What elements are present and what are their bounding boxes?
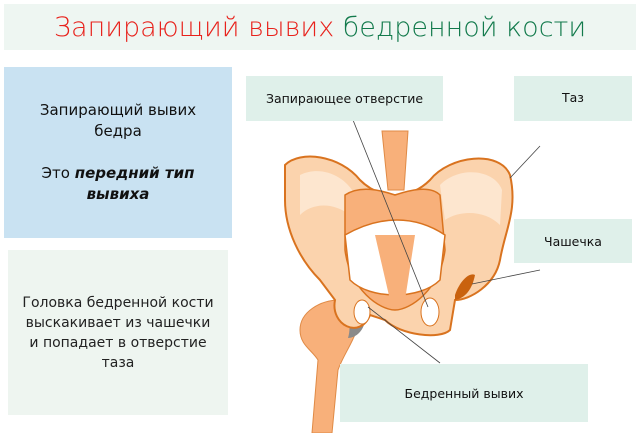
femur xyxy=(299,299,359,433)
spine xyxy=(381,130,409,191)
title-green-part: бедренной кости xyxy=(342,11,587,43)
label-hip-dislocation: Бедренный вывих xyxy=(340,364,588,422)
page-title: Запирающий вывих бедренной кости xyxy=(4,4,636,50)
description-box: Головка бедренной кости выскакивает из ч… xyxy=(8,250,228,415)
info-prefix: Это xyxy=(41,164,75,182)
info-emphasis: передний тип xyxy=(74,164,195,182)
acetabulum xyxy=(455,274,475,300)
info-line-1: Запирающий вывих xyxy=(39,101,197,119)
label-acetabulum: Чашечка xyxy=(514,219,632,263)
obturator-foramen xyxy=(420,297,440,327)
title-red-part: Запирающий вывих xyxy=(53,11,335,43)
info-line-3: Это передний тип xyxy=(42,163,195,184)
label-obturator-foramen: Запирающее отверстие xyxy=(246,76,443,121)
info-box: Запирающий вывих бедра Это передний тип … xyxy=(4,67,232,238)
label-pelvis: Таз xyxy=(514,76,632,121)
info-line-2: бедра xyxy=(94,122,142,140)
info-line-4: вывиха xyxy=(86,185,150,203)
description-text: Головка бедренной кости выскакивает из ч… xyxy=(22,294,214,371)
